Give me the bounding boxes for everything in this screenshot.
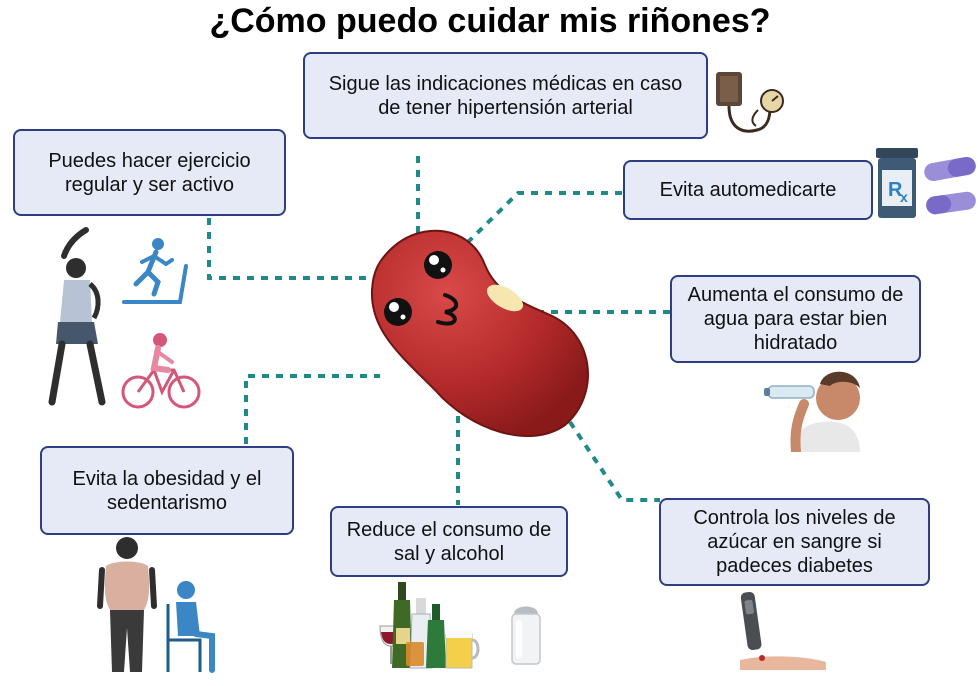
svg-text:R: R	[888, 179, 903, 201]
page-title: ¿Cómo puedo cuidar mis riñones?	[209, 2, 771, 40]
person-drinking-water-icon	[764, 371, 860, 452]
tip-salt-alcohol-box: Reduce el consumo de sal y alcohol	[330, 506, 568, 577]
tip-hypertension-box: Sigue las indicaciones médicas en caso d…	[303, 52, 708, 139]
tip-hypertension-text: Sigue las indicaciones médicas en caso d…	[328, 72, 683, 119]
alcohol-bottles-icon	[379, 582, 480, 669]
tip-diabetes-box: Controla los niveles de azúcar en sangre…	[659, 498, 930, 586]
svg-text:x: x	[900, 189, 908, 205]
tip-salt-alcohol-text: Reduce el consumo de sal y alcohol	[346, 518, 552, 565]
connector-diabetes	[568, 420, 660, 502]
connector-self-medication	[463, 191, 622, 247]
tip-diabetes-text: Controla los niveles de azúcar en sangre…	[693, 507, 896, 577]
stretching-woman-icon	[48, 227, 106, 406]
tip-self-medication-box: Evita automedicarte	[623, 160, 873, 220]
cyclist-icon	[121, 333, 201, 409]
kidney-eye-left	[424, 251, 452, 279]
tip-self-medication-text: Evita automedicarte	[659, 179, 837, 201]
kidney-eye-right	[384, 298, 412, 326]
connector-obesity	[244, 374, 380, 444]
tip-obesity-text: Evita la obesidad y el sedentarismo	[72, 467, 262, 514]
connector-exercise	[207, 218, 378, 280]
blood-pressure-monitor-icon	[716, 72, 784, 133]
tip-exercise-text: Puedes hacer ejercicio regular y ser act…	[48, 149, 251, 196]
salt-shaker-icon	[511, 606, 541, 665]
treadmill-runner-icon	[122, 238, 188, 304]
tip-water-box: Aumenta el consumo de agua para estar bi…	[670, 275, 921, 363]
sitting-person-icon	[166, 581, 215, 673]
tip-water-text: Aumenta el consumo de agua para estar bi…	[687, 284, 904, 354]
kidney-character-icon	[370, 229, 589, 438]
tip-exercise-box: Puedes hacer ejercicio regular y ser act…	[13, 129, 286, 216]
prescription-pills-icon: R x	[876, 148, 976, 218]
glucose-lancet-icon	[740, 591, 826, 670]
tip-obesity-box: Evita la obesidad y el sedentarismo	[40, 446, 294, 535]
standing-person-icon	[97, 537, 157, 672]
